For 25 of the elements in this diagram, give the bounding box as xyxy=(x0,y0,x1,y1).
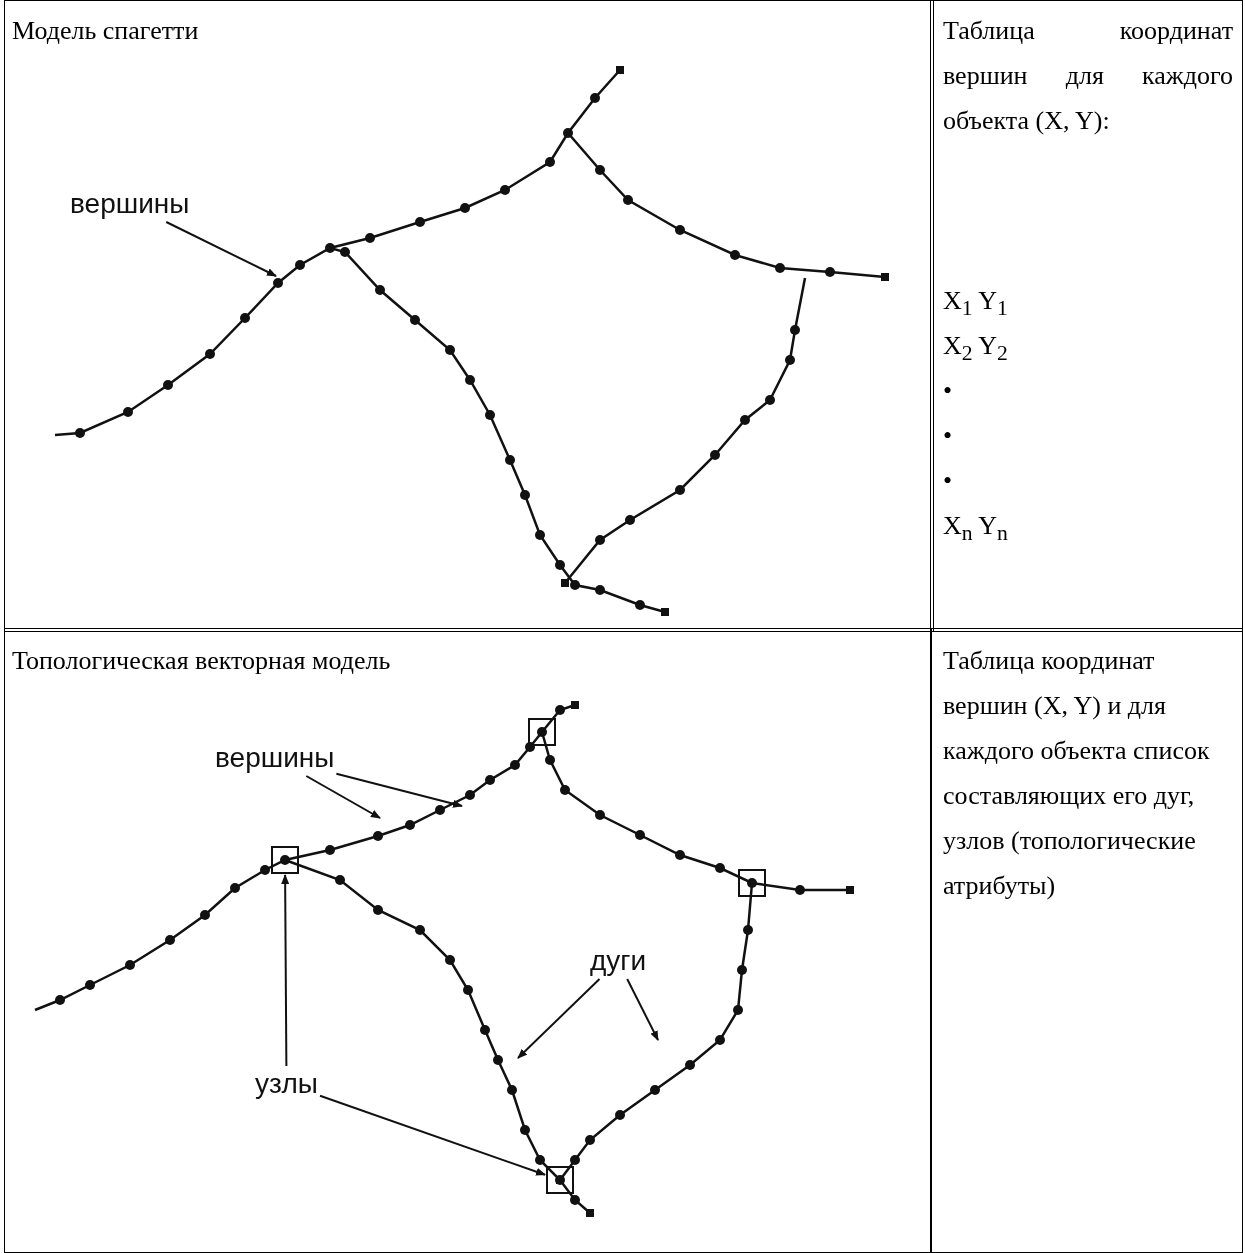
node-square xyxy=(271,846,299,874)
callout-label: узлы xyxy=(255,1068,318,1100)
leader-line xyxy=(626,978,659,1041)
coordinate-pair: X$_{n}$ Y$_{n}$ xyxy=(943,510,1008,548)
leader-line xyxy=(281,874,290,1067)
cell-text: Таблица координат вершин (X, Y) и для каждого объекта список составляющих его дуг, узлов (топологические атрибуты) xyxy=(943,645,1211,902)
leader-line xyxy=(517,978,601,1059)
node-square xyxy=(546,1166,574,1194)
callout-label: дуги xyxy=(590,945,647,977)
callout-label: вершины xyxy=(215,742,335,774)
node-square xyxy=(738,869,766,897)
leader-line xyxy=(165,221,277,277)
coordinate-pair: X$_{2}$ Y$_{2}$ xyxy=(943,330,1008,368)
cell-heading: Модель спагетти xyxy=(12,15,199,47)
bullet: • xyxy=(943,420,953,452)
bullet: • xyxy=(943,465,953,497)
leader-line xyxy=(319,1094,546,1176)
node-square xyxy=(528,718,556,746)
leader-line xyxy=(305,775,381,819)
callout-label: вершины xyxy=(70,188,190,220)
coordinate-pair: X$_{1}$ Y$_{1}$ xyxy=(943,285,1008,323)
bullet: • xyxy=(943,375,953,407)
cell-text: Таблица координат вершин для каждого объекта (X, Y): xyxy=(943,15,1233,137)
leader-line xyxy=(335,772,463,808)
cell-heading: Топологическая векторная модель xyxy=(12,645,391,677)
